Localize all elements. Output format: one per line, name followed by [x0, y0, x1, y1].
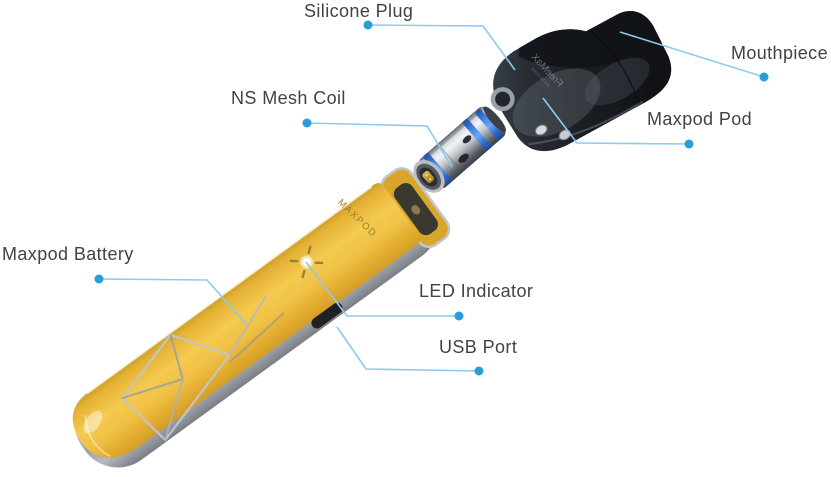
gem-extension-1	[228, 295, 268, 357]
leader-dot-silicone-plug	[363, 20, 373, 30]
coil-base-gold-contact	[422, 170, 435, 184]
coil-airhole-2	[462, 135, 472, 144]
leader-line-usb-port	[336, 326, 480, 372]
label-ns-mesh-coil: NS Mesh Coil	[231, 88, 346, 108]
battery-yellow-face	[72, 183, 421, 458]
maxpod-pod-render: FreeMaX PCTG 2.0ml	[490, 11, 672, 152]
battery-endcap-shine	[83, 410, 103, 434]
gem-extension-2	[228, 312, 285, 364]
pod-smoke-highlight-2	[584, 57, 650, 106]
battery-endcap-gloss	[84, 415, 111, 458]
ns-mesh-coil-render	[413, 106, 507, 193]
gem-facet-2	[164, 378, 184, 442]
leader-dot-mouthpiece	[759, 72, 769, 82]
pod-mouthpiece-seam	[588, 28, 640, 104]
leader-line-mouthpiece	[619, 31, 765, 78]
coil-airhole-1	[458, 153, 469, 163]
battery-usb-port	[311, 302, 343, 329]
leader-line-maxpod-pod	[542, 97, 689, 145]
coil-base-gold-dot-1	[425, 173, 428, 177]
battery-top-rim-highlight	[86, 186, 373, 395]
pod-top-lid	[518, 11, 662, 68]
maxpod-battery-render: MAXPOD	[72, 167, 451, 468]
label-maxpod-pod: Maxpod Pod	[647, 109, 753, 129]
battery-seat-gold-contact	[411, 205, 421, 215]
leader-dots	[94, 20, 769, 376]
leader-dot-maxpod-battery	[94, 274, 104, 284]
leader-dot-ns-mesh-coil	[302, 118, 312, 128]
leader-dot-led-indicator	[454, 311, 464, 321]
leader-line-ns-mesh-coil	[306, 122, 453, 168]
pod-contact-1	[535, 124, 548, 136]
pod-contact-2	[558, 129, 571, 141]
led-sparkle-ticks	[289, 245, 324, 279]
coil-base-gold-dot-2	[429, 178, 432, 181]
leader-line-silicone-plug	[367, 24, 516, 71]
pod-coil-socket-hole	[495, 91, 511, 107]
label-led-indicator: LED Indicator	[419, 281, 534, 301]
pod-smoke-highlight	[512, 68, 601, 137]
label-mouthpiece: Mouthpiece	[730, 43, 828, 63]
leader-line-maxpod-battery	[98, 278, 247, 325]
leader-dot-usb-port	[474, 366, 484, 376]
battery-gem-pattern	[121, 295, 285, 442]
coil-ring-top-1	[462, 118, 492, 151]
leader-dot-maxpod-pod	[684, 139, 694, 149]
label-maxpod-battery: Maxpod Battery	[2, 244, 134, 264]
leader-lines	[98, 24, 765, 372]
coil-seam-1	[437, 143, 463, 173]
coil-top-cap	[483, 106, 507, 133]
label-usb-port: USB Port	[439, 337, 518, 357]
coil-ring-top-2	[475, 109, 503, 140]
pod-bottom-reflection	[528, 100, 644, 146]
leader-line-led-indicator	[305, 261, 459, 317]
label-silicone-plug: Silicone Plug	[304, 1, 414, 21]
